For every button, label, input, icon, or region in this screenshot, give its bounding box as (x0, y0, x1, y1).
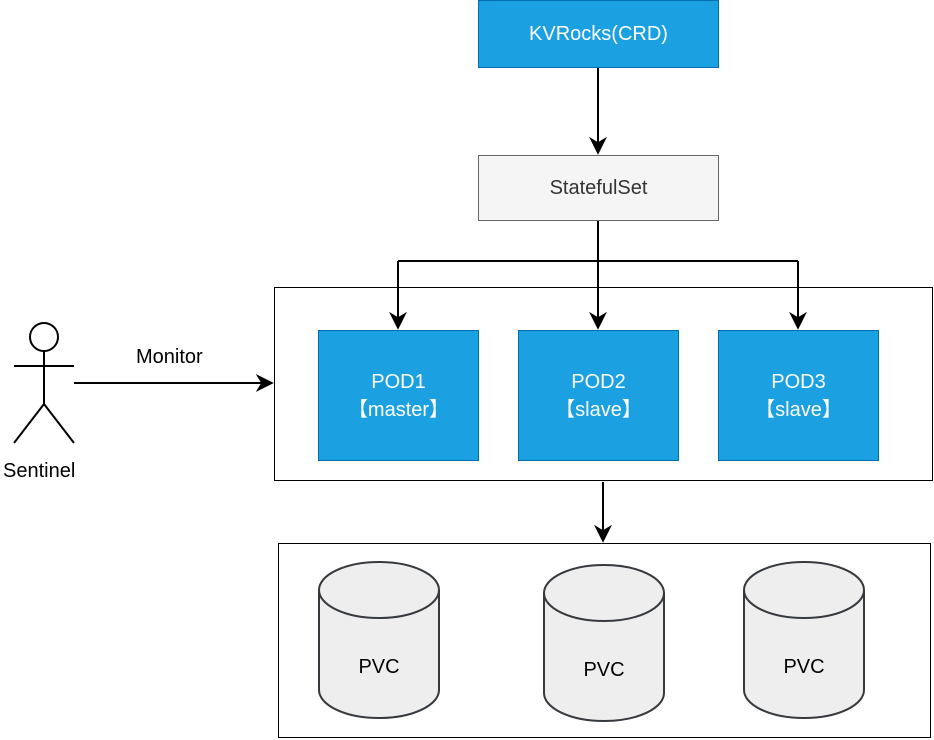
pvc-group[interactable] (278, 543, 931, 738)
sentinel-label: Sentinel (3, 460, 76, 482)
pod2-node[interactable]: POD2 【slave】 (518, 330, 679, 461)
kvrocks-crd-label: KVRocks(CRD) (529, 23, 668, 45)
pod1-role: 【master】 (347, 398, 450, 421)
pod2-role: 【slave】 (555, 398, 642, 421)
sentinel-actor-icon[interactable] (13, 322, 75, 444)
pod3-name: POD3 (771, 370, 826, 393)
statefulset-label: StatefulSet (549, 176, 648, 199)
pod3-node[interactable]: POD3 【slave】 (718, 330, 879, 461)
statefulset-node[interactable]: StatefulSet (478, 155, 719, 221)
kvrocks-crd-node[interactable]: KVRocks(CRD) (478, 0, 719, 68)
pod1-name: POD1 (371, 370, 426, 393)
pod1-node[interactable]: POD1 【master】 (318, 330, 479, 461)
pod3-role: 【slave】 (755, 398, 842, 421)
pod2-name: POD2 (571, 370, 626, 393)
monitor-edge-label: Monitor (136, 346, 203, 368)
